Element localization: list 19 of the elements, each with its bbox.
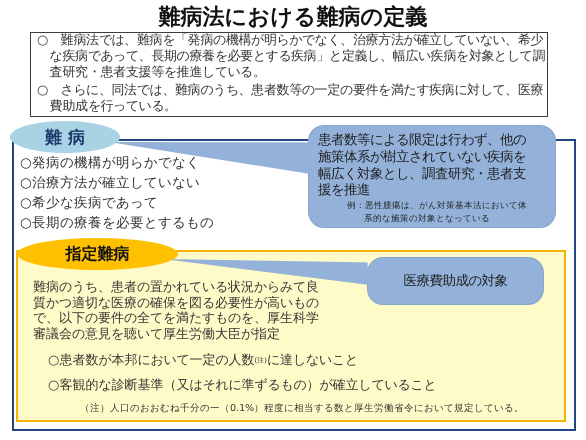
framed-box: [30, 32, 548, 117]
list-item: ○客観的な診断基準（又はそれに準ずるもの）が確立していること: [48, 378, 436, 394]
list-item: ○発病の機構が明らかでなく: [20, 155, 200, 171]
pointer-connector: [172, 259, 368, 285]
callout-bubble: 医療費助成の対象: [367, 257, 544, 305]
bullet-paragraph: ○ さらに、同法では、難病のうち、患者数等の一定の要件を満たす疾病に対して、医療費助成を行っている。: [37, 82, 544, 115]
footnote: （注）人口のおおむね千分の一（0.1%）程度に相当する数と厚生労働省令において規定している。: [80, 403, 524, 415]
body-text: 難病のうち、患者の置かれている状況からみて良質かつ適切な医療の確保を図る必要性が高いもので、以下の要件の全てを満たすものを、厚生科学審議会の意見を聴いて厚生労働大臣が指定: [33, 280, 320, 342]
callout-bubble: [308, 125, 556, 228]
heading-ellipse: 難 病: [10, 121, 120, 153]
pointer-connector: [116, 142, 309, 174]
list-item: ○希少な疾病であって: [20, 195, 158, 211]
title: 難病法における難病の定義: [158, 5, 428, 31]
list-item: ○長期の療養を必要とするもの: [20, 215, 214, 231]
bullet-paragraph: ○ 難病法では、難病を「発病の機構が明らかでなく、治療方法が確立していない、希少な疾病であって、長期の療養を必要とする疾病」と定義し、幅広い疾病を対象として調査研究・患者支援等を推進している。: [37, 33, 546, 82]
list-item: ○治療方法が確立していない: [20, 175, 200, 191]
callout-text: 患者数等による限定は行わず、他の施策体系が樹立されていない疾病を幅広く対象とし、調査研究・患者支援を推進: [318, 133, 527, 200]
heading-ellipse: 指定難病: [17, 238, 178, 270]
callout-note: 例：悪性腫瘍は、がん対策基本法において体系的な施策の対象となっている: [347, 200, 527, 226]
